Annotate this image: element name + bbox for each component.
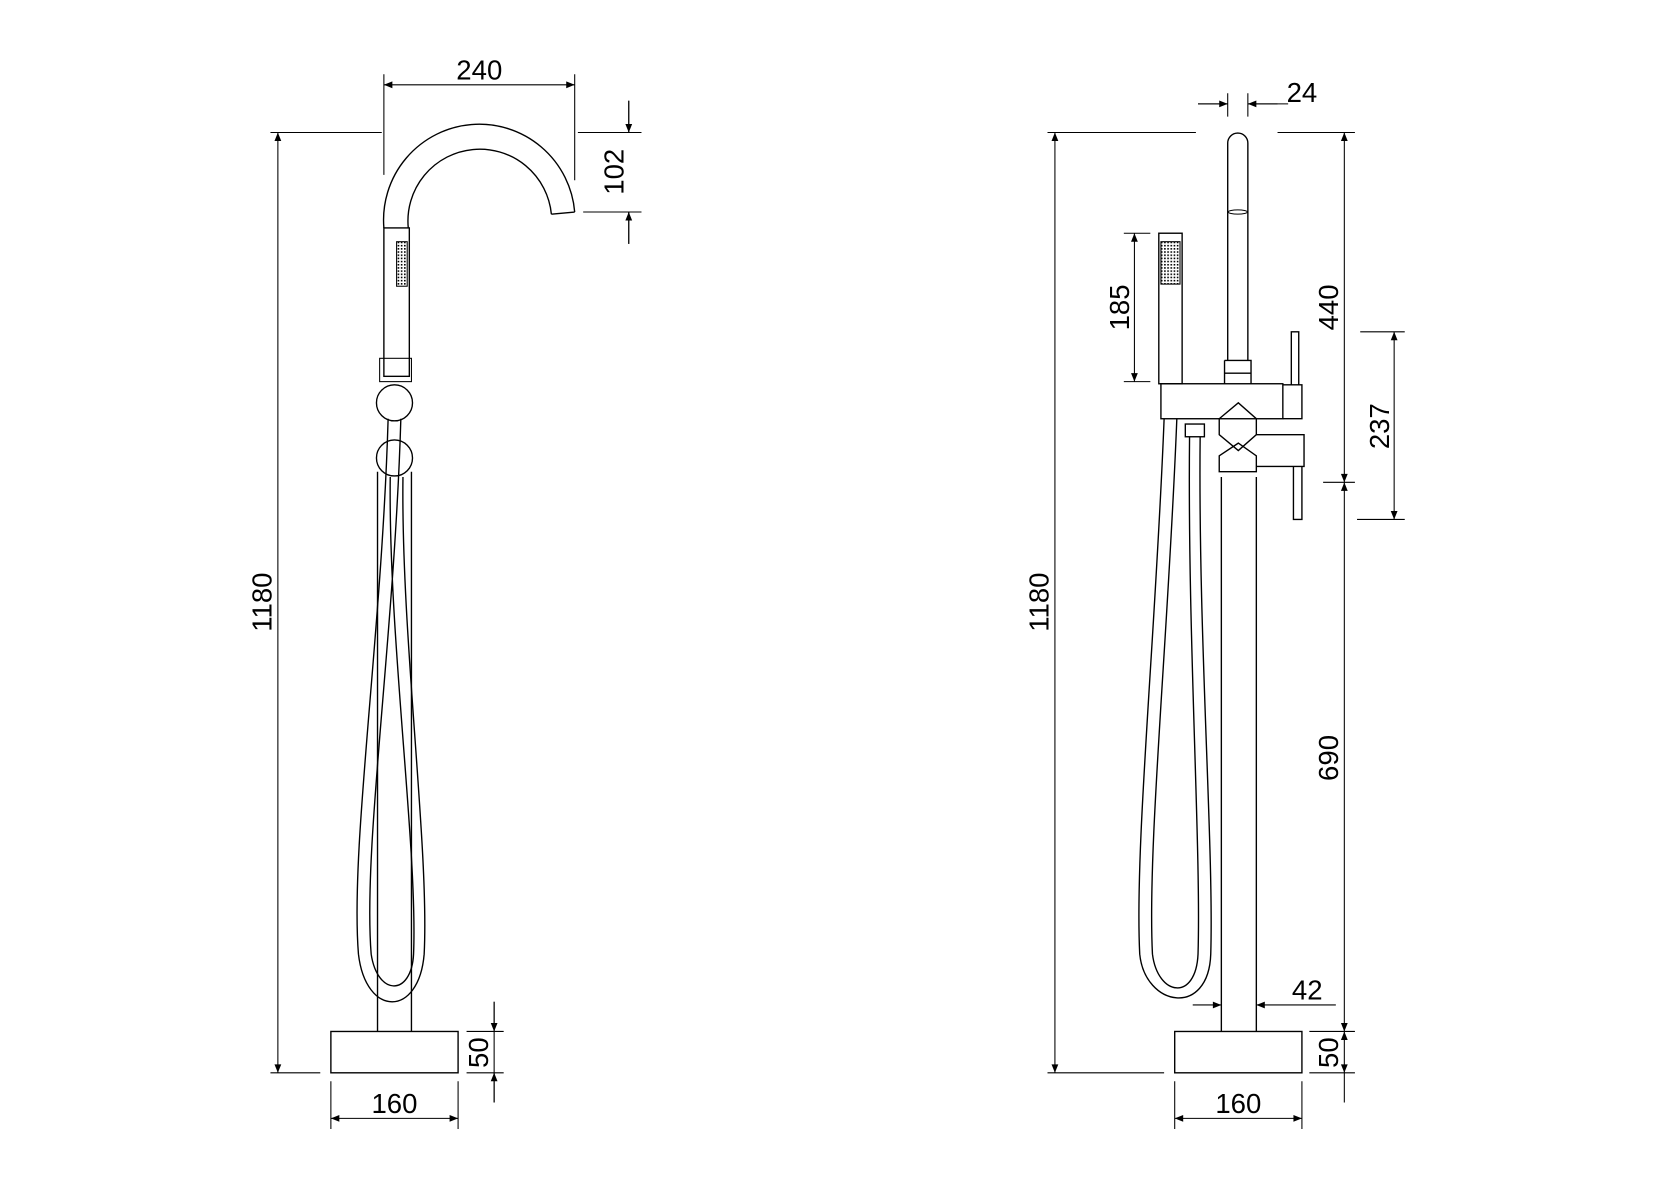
- diverter: [1218, 401, 1258, 473]
- dim-label-column: 690: [1313, 735, 1344, 781]
- side-view: 24 1180 185 440 690 237 42 50 160: [1024, 77, 1405, 1129]
- shower-head-grid: [396, 241, 408, 287]
- dim-label-spout-diameter: 24: [1287, 77, 1318, 108]
- dim-label-base-height: 50: [1313, 1037, 1344, 1068]
- holder-lower: [375, 439, 414, 477]
- hand-shower: [1158, 232, 1183, 385]
- column: [376, 471, 413, 1032]
- dim-label-height: 1180: [1024, 573, 1055, 632]
- dim-label-height: 1180: [247, 573, 278, 632]
- hose: [1138, 418, 1212, 999]
- valve-body: [1160, 383, 1284, 420]
- shower-collar: [379, 357, 412, 383]
- spout-riser: [1227, 132, 1249, 361]
- base-plate: [330, 1030, 459, 1074]
- dim-label-handshower: 185: [1104, 284, 1135, 330]
- column: [1220, 477, 1258, 1032]
- dim-label-column-diameter: 42: [1292, 975, 1323, 1006]
- dim-label-reach: 240: [456, 55, 502, 86]
- spout-collar: [1223, 359, 1252, 384]
- dim-label-handles: 237: [1364, 403, 1395, 449]
- upper-handle: [1282, 331, 1303, 420]
- spout: [382, 123, 576, 228]
- front-view: 1180 240 102 50 160: [247, 55, 642, 1129]
- base-plate: [1174, 1030, 1303, 1074]
- hose: [356, 418, 426, 1003]
- hose-inner: [1150, 418, 1200, 989]
- shower-head-grid: [1160, 241, 1181, 285]
- lower-handle: [1256, 433, 1305, 521]
- holder-upper: [375, 384, 414, 422]
- hose-inner: [369, 418, 415, 987]
- dim-label-base-width: 160: [371, 1088, 417, 1119]
- hose-connector: [1184, 423, 1206, 438]
- hand-shower: [383, 227, 411, 378]
- dim-label-upper: 440: [1313, 284, 1344, 330]
- dim-label-drop: 102: [598, 149, 629, 195]
- dim-label-base-height: 50: [463, 1037, 494, 1068]
- dim-label-base-width: 160: [1215, 1088, 1261, 1119]
